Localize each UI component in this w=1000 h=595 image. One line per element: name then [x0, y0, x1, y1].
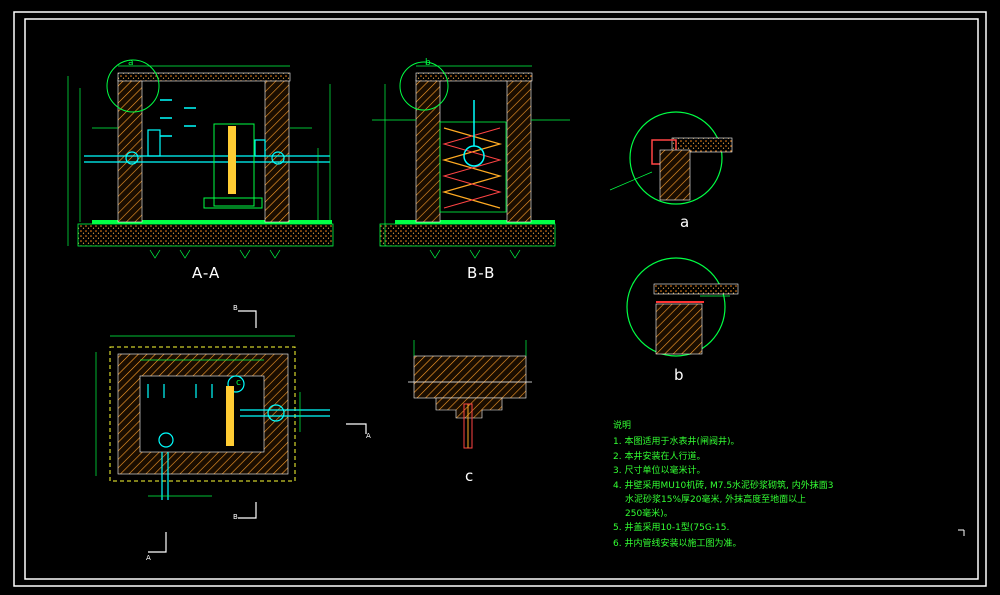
detail-b-drawing	[626, 257, 739, 357]
section-bb-drawing	[372, 61, 570, 259]
detail-a-title: a	[680, 213, 691, 231]
section-aa-drawing	[67, 59, 334, 259]
note-line-2: 2. 本井安装在人行道。	[613, 452, 706, 462]
note-line-1: 1. 本图适用于水表井(闸阀井)。	[613, 437, 740, 447]
outer-frame	[13, 11, 987, 587]
note-line-3: 3. 尺寸单位以毫米计。	[613, 466, 706, 476]
cut-a-bottom-label: A	[146, 554, 152, 562]
cut-b-bottom-label: B	[233, 513, 239, 521]
inner-frame	[24, 18, 979, 580]
cut-b-top-label: B	[233, 304, 239, 312]
callout-b-label: b	[425, 58, 432, 68]
detail-c-title: c	[465, 467, 475, 485]
note-line-7: 5. 井盖采用10-1型(75G-15.	[613, 523, 730, 533]
note-line-5: 水泥砂浆15%厚20毫米, 外抹高度至地面以上	[625, 495, 807, 505]
notes-heading: 说明	[613, 421, 632, 431]
note-line-4: 4. 井壁采用MU10机砖, M7.5水泥砂浆砌筑, 内外抹面3	[613, 481, 834, 491]
plan-view-drawing	[95, 310, 367, 553]
detail-b-title: b	[674, 366, 685, 384]
detail-a-drawing	[609, 111, 733, 205]
callout-a-label: a	[128, 58, 135, 68]
cut-a-top-label: A	[366, 432, 372, 440]
note-line-8: 6. 井内管线安装以施工图为准。	[613, 539, 742, 549]
section-bb-title: B-B	[467, 264, 496, 282]
detail-c-drawing	[408, 340, 532, 449]
note-line-6: 250毫米)。	[625, 509, 673, 519]
callout-c-label: c	[236, 378, 242, 388]
section-aa-title: A-A	[192, 264, 221, 282]
